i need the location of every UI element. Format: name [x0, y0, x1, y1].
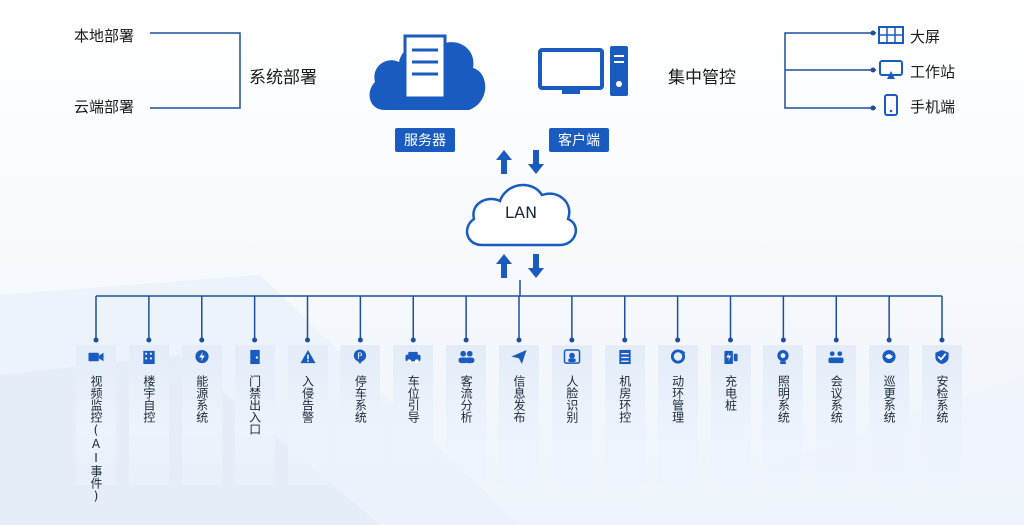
- bus-drop-dot: [146, 337, 152, 343]
- subsystem-column: 照明系统: [763, 345, 804, 485]
- arrows-bottom-icon: [496, 254, 544, 278]
- mobile-phone-icon: [884, 94, 898, 116]
- subsystem-label: 照明系统: [776, 375, 791, 423]
- car-icon: [405, 351, 421, 364]
- subsystem-label: 能源系统: [194, 375, 209, 423]
- subsystem-column: 充电桩: [710, 345, 751, 485]
- subsystem-label: 巡更系统: [882, 375, 897, 423]
- send-icon: [511, 349, 527, 365]
- central-control-label: 集中管控: [668, 68, 736, 88]
- shield-icon: [935, 349, 949, 365]
- subsystem-column: P 停车系统: [340, 345, 381, 485]
- subsystem-label: 安检系统: [935, 375, 949, 423]
- subsystem-column: 机房环控: [604, 345, 645, 485]
- lan-label: LAN: [504, 203, 538, 222]
- subsystem-column: 客流分析: [446, 345, 487, 485]
- subsystem-label: 停车系统: [353, 375, 368, 423]
- subsystem-column: 能源系统: [181, 345, 222, 485]
- subsystem-label: 机房环控: [617, 375, 632, 423]
- bus-drop-dot: [569, 337, 575, 343]
- client-monitor-icon: [538, 46, 628, 96]
- client-tag: 客户端: [549, 128, 609, 152]
- bus-drop-dot: [516, 337, 522, 343]
- subsystem-column: 楼宇自控: [128, 345, 169, 485]
- subsystem-column: 入侵告警: [287, 345, 328, 485]
- central-item-workstation: 工作站: [910, 63, 956, 81]
- server-tag: 服务器: [395, 128, 455, 152]
- subsystem-column: 信息发布: [499, 345, 539, 485]
- face-icon: [563, 349, 581, 364]
- building-icon: [143, 350, 155, 365]
- system-deploy-label: 系统部署: [249, 68, 317, 88]
- bus-drop-dot: [833, 337, 839, 343]
- subsystem-label: 门禁出入口: [247, 375, 262, 435]
- subsystem-label: 信息发布: [512, 375, 526, 423]
- cloud-deploy-label: 云端部署: [74, 98, 135, 116]
- energy-icon: [195, 349, 209, 364]
- subsystem-column: 门禁出入口: [234, 345, 275, 485]
- camera-icon: [88, 352, 104, 362]
- svg-text:P: P: [358, 351, 363, 361]
- deploy-bracket: [150, 30, 876, 111]
- subsystem-label: 楼宇自控: [141, 375, 156, 423]
- people-icon: [458, 350, 475, 364]
- bus-drop-dot: [93, 337, 99, 343]
- subsystem-column: 巡更系统: [869, 345, 910, 485]
- bus-drop-dot: [622, 337, 628, 343]
- bus-drop-dot: [410, 337, 416, 343]
- bus-drop-dot: [305, 337, 310, 343]
- bus-drop-dot: [252, 337, 258, 343]
- subsystem-label: 会议系统: [829, 375, 844, 423]
- subsystem-label: 入侵告警: [300, 375, 315, 423]
- subsystem-column: 车位引导: [393, 345, 434, 485]
- patrol-icon: [882, 349, 896, 364]
- subsystem-column: 动环管理: [657, 345, 698, 485]
- subsystem-column: 会议系统: [816, 345, 857, 485]
- meeting-icon: [828, 351, 844, 364]
- subsystem-column: 人脸识别: [551, 345, 592, 485]
- door-icon: [249, 349, 260, 365]
- workstation-icon: [879, 60, 903, 79]
- charger-icon: [723, 350, 738, 365]
- server-cloud-icon: [369, 34, 486, 110]
- subsystem-column: 视频监控(AI事件): [76, 345, 116, 503]
- bus-drop-dot: [728, 337, 733, 343]
- subsystem-column: 安检系统: [922, 345, 962, 485]
- central-item-mobile: 手机端: [910, 98, 956, 116]
- bus-drop-dot: [886, 337, 892, 343]
- bus-drop-dot: [939, 337, 945, 343]
- lan-cloud-icon: [465, 183, 578, 247]
- server-room-icon: [619, 349, 631, 365]
- bus-drop-dot: [675, 337, 681, 343]
- alarm-icon: [299, 349, 316, 364]
- bus-drop-dot: [357, 337, 363, 343]
- subsystem-label: 动环管理: [670, 375, 685, 423]
- bus-drop-dot: [199, 337, 205, 343]
- bus-drop-dot: [780, 337, 786, 343]
- bus-drop-dot: [463, 337, 469, 343]
- parking-icon: P: [354, 349, 367, 365]
- local-deploy-label: 本地部署: [74, 27, 135, 45]
- arrows-top-icon: [496, 150, 544, 174]
- central-item-big-screen: 大屏: [910, 28, 941, 46]
- subsystem-label: 客流分析: [459, 375, 474, 423]
- subsystem-label: 人脸识别: [564, 375, 579, 423]
- big-screen-icon: [878, 26, 904, 44]
- subsystem-label: 车位引导: [406, 375, 421, 423]
- light-icon: [777, 349, 790, 365]
- cycle-icon: [670, 349, 686, 364]
- subsystem-label: 充电桩: [723, 375, 738, 411]
- subsystem-label: 视频监控(AI事件): [89, 375, 103, 503]
